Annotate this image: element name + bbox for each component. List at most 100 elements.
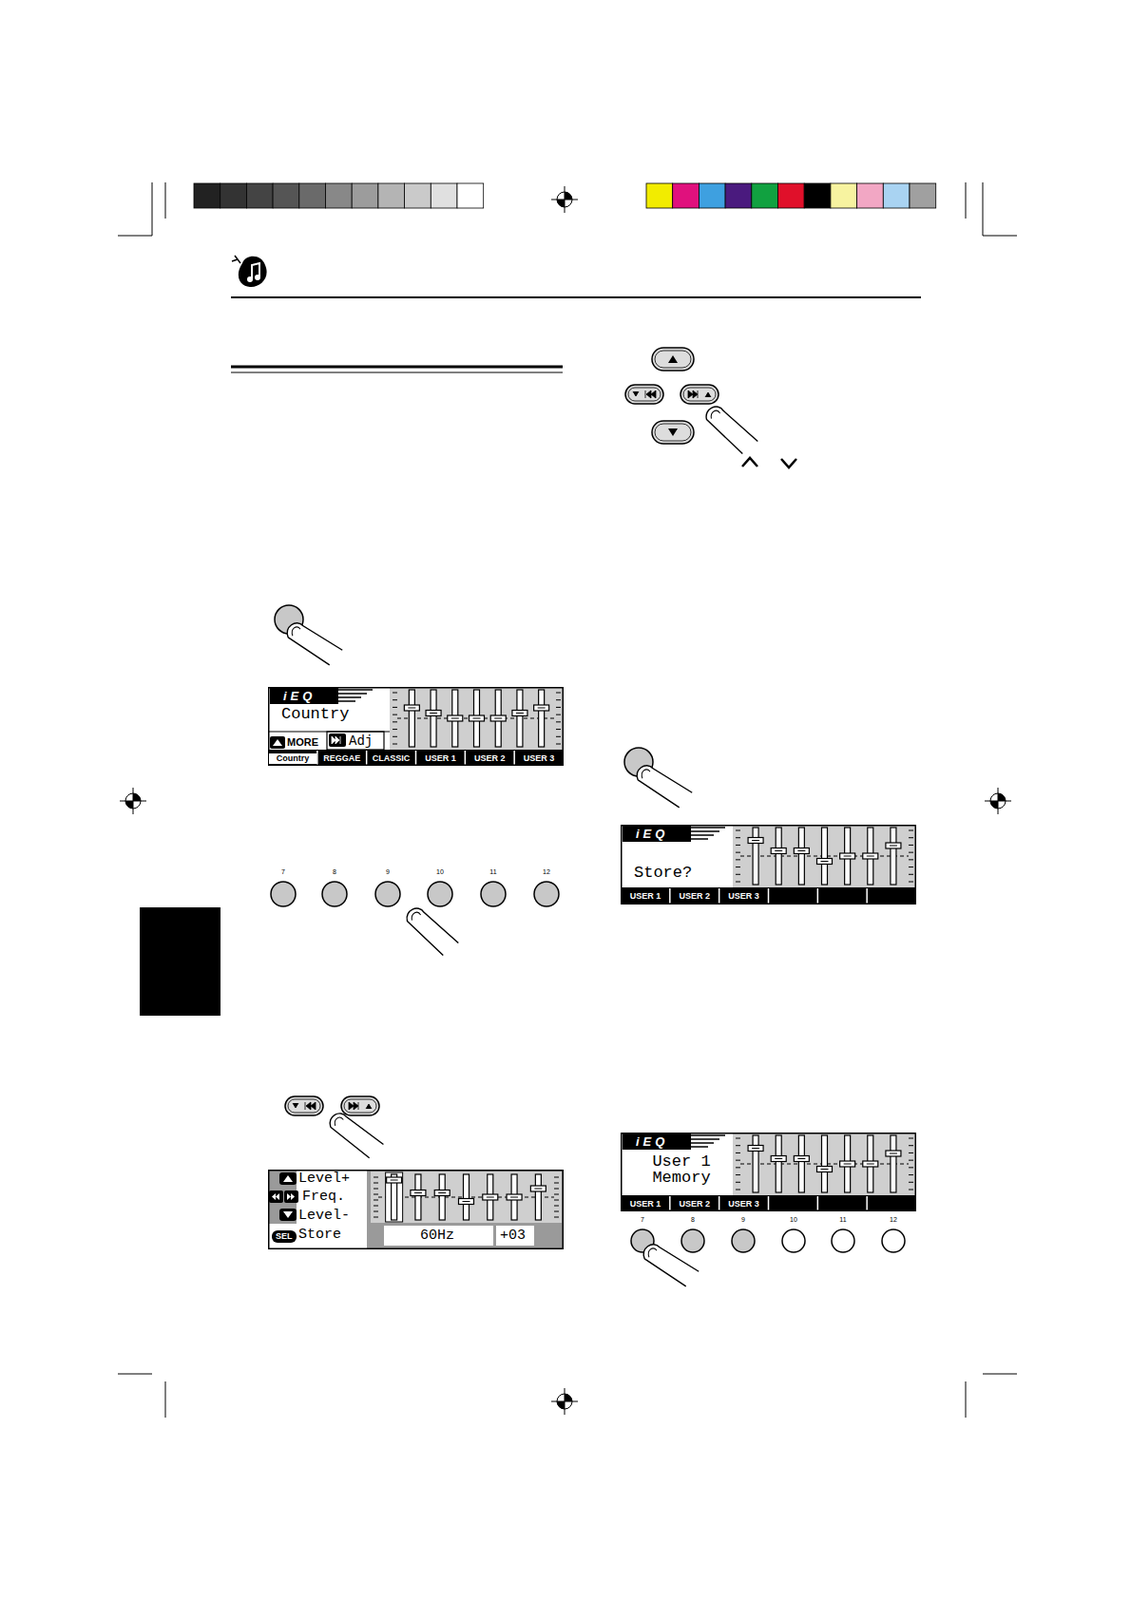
callout-number: 8: [332, 868, 337, 876]
registration-fill: [556, 191, 573, 208]
slider-track: [752, 1135, 759, 1193]
slider-knob: [410, 1190, 426, 1197]
slider-knob: [512, 710, 528, 717]
down-key-icon: [279, 1208, 297, 1222]
slider-knob-mark: [534, 1188, 542, 1190]
slider-knob-mark: [866, 856, 875, 858]
scale-tick: [735, 1182, 741, 1184]
display-text: Store?: [633, 864, 692, 882]
slider-knob: [840, 853, 856, 860]
pressing-finger: [704, 401, 760, 460]
tab-label: USER 1: [621, 891, 670, 902]
slider-knob-mark: [889, 845, 898, 847]
tab-divider: [464, 750, 467, 767]
scale-tick: [735, 874, 741, 876]
registration-fill: [556, 1394, 573, 1410]
value-box: [383, 1226, 494, 1247]
tab-label: Country: [268, 753, 317, 765]
scale-tick: [554, 1217, 559, 1219]
scale-tick: [392, 699, 398, 701]
pressing-finger: [284, 611, 346, 675]
color-patch: [909, 183, 937, 209]
scale-tick: [735, 844, 741, 846]
display-text: User 1 Memory: [633, 1153, 729, 1187]
scale-tick: [735, 1145, 741, 1147]
tab-divider: [817, 888, 820, 905]
up-chevron: [742, 458, 758, 467]
callout-number: 7: [281, 868, 286, 876]
display-frame: [621, 1133, 917, 1212]
tab-divider: [767, 1196, 770, 1212]
more-key-icon: [269, 736, 286, 749]
tab-divider: [669, 1196, 671, 1212]
scale-tick: [555, 721, 561, 723]
slider-track: [867, 827, 874, 885]
slider-knob: [434, 1190, 450, 1197]
grey-scale-patch: [272, 183, 300, 209]
pressing-finger: [327, 1104, 386, 1167]
tab-row: [620, 1195, 917, 1212]
crop-mark: [117, 182, 166, 236]
slider-knob-mark: [751, 840, 760, 842]
round-button: [427, 881, 453, 907]
scale-tick: [908, 1189, 914, 1191]
up-key-icon: [279, 1172, 297, 1186]
section-rule: [230, 365, 563, 369]
grey-scale-patch: [378, 183, 405, 209]
scale-tick: [555, 707, 561, 709]
scale-tick: [392, 692, 398, 694]
color-patch: [882, 183, 910, 209]
logo-stripes: [338, 690, 373, 702]
slider-track: [867, 1135, 874, 1193]
slider-track: [890, 1135, 897, 1193]
down-skip-glyph: [632, 390, 656, 399]
color-patch: [646, 183, 673, 209]
equalizer-graphic: [732, 824, 917, 888]
scale-tick: [373, 1217, 379, 1219]
logo-text: iEQ: [283, 690, 316, 703]
down-arrow-glyph: [668, 428, 678, 437]
scale-tick: [392, 728, 398, 730]
pressing-finger: [633, 753, 695, 818]
tab-label: USER 1: [417, 753, 465, 765]
scale-tick: [735, 1174, 741, 1176]
previous-button: [285, 1096, 324, 1116]
display-frame: [268, 688, 564, 767]
zero-line: [397, 718, 556, 720]
slider-knob: [817, 1167, 833, 1173]
tab-divider: [365, 750, 368, 767]
scale-tick: [908, 1145, 914, 1147]
crop-mark: [965, 1374, 1017, 1419]
slider-knob: [530, 1186, 546, 1192]
round-button: [322, 881, 347, 907]
finger-nail: [410, 912, 422, 921]
slider-knob-mark: [462, 1201, 471, 1203]
button-inner: [344, 1099, 377, 1113]
tab-divider: [718, 1196, 721, 1212]
callout-number: 8: [690, 1216, 695, 1224]
button-inner: [654, 350, 691, 368]
color-patch: [857, 183, 884, 209]
grey-scale-patch: [246, 183, 273, 209]
slider-knob-mark: [866, 1164, 875, 1166]
logo-stripes: [690, 1135, 726, 1148]
equalizer-ground: [732, 824, 917, 888]
scale-tick: [735, 1138, 741, 1140]
slider-track: [408, 690, 415, 748]
up-skip-glyph: [348, 1102, 372, 1111]
tab-label: USER 3: [515, 753, 563, 765]
slider-knob: [817, 859, 833, 865]
scale-tick: [373, 1183, 379, 1185]
slider-knob: [862, 853, 879, 860]
scale-tick: [373, 1188, 379, 1190]
slider-track: [430, 690, 437, 748]
skip-key-glyph: [271, 1193, 280, 1201]
scale-tick: [554, 1206, 559, 1208]
slider-knob-mark: [774, 850, 783, 852]
logo-ground: [269, 688, 339, 705]
slider-knob-mark: [510, 1197, 518, 1199]
down-button: [651, 421, 694, 444]
slider-knob: [770, 1156, 786, 1163]
display-text: Country: [281, 706, 349, 723]
